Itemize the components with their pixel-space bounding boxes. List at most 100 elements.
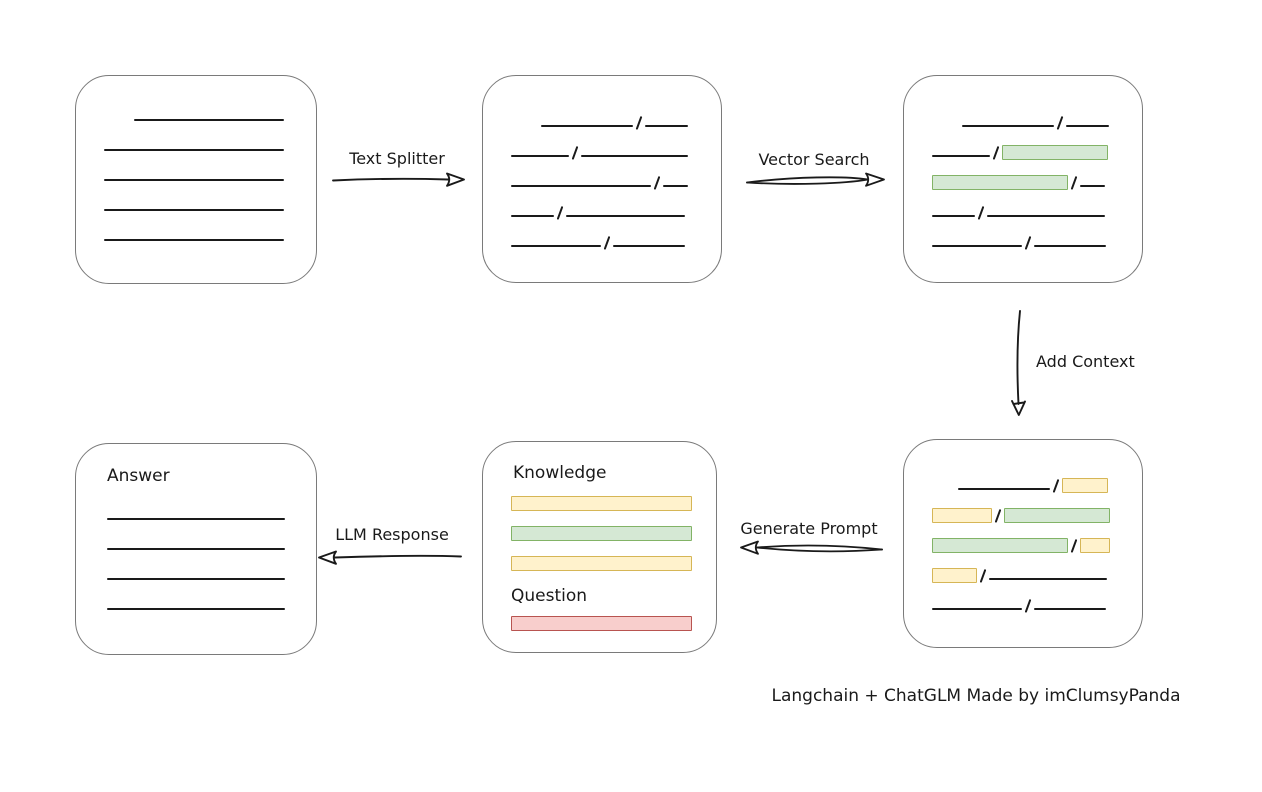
text-line	[104, 239, 284, 241]
question-bars	[511, 616, 692, 646]
source-document-box	[75, 75, 317, 284]
text-row	[932, 521, 1114, 553]
slash-separator	[603, 236, 611, 250]
slash-separator	[1024, 236, 1032, 250]
text-line	[1066, 125, 1110, 127]
text-line	[541, 125, 633, 127]
green-bar	[511, 526, 692, 541]
text-row	[511, 158, 693, 190]
text-row	[107, 551, 288, 581]
yellow-bar	[511, 556, 692, 571]
red-bar	[511, 616, 692, 631]
text-line	[511, 155, 569, 157]
answer-label: Answer	[107, 466, 170, 486]
text-line	[511, 185, 651, 187]
vector-results-box	[903, 75, 1143, 283]
green-chunk	[932, 175, 1068, 190]
text-line	[566, 215, 686, 217]
yellow-chunk	[932, 508, 992, 523]
text-row	[932, 581, 1114, 613]
text-row	[932, 128, 1114, 160]
text-line	[958, 488, 1050, 490]
green-chunk	[932, 538, 1068, 553]
text-line	[581, 155, 689, 157]
knowledge-label: Knowledge	[513, 463, 607, 483]
text-line	[932, 155, 990, 157]
text-splitter-label: Text Splitter	[349, 149, 445, 168]
yellow-chunk	[1062, 478, 1109, 493]
indent-spacer	[511, 127, 541, 128]
indent-spacer	[932, 490, 958, 491]
split-text-lines	[511, 98, 693, 250]
text-row	[104, 182, 288, 212]
context-lines	[932, 461, 1114, 613]
text-row	[107, 491, 288, 521]
context-box	[903, 439, 1143, 648]
text-line	[511, 215, 554, 217]
text-row	[932, 158, 1114, 190]
text-row	[104, 92, 288, 122]
text-line	[107, 548, 285, 550]
text-line	[107, 608, 285, 610]
text-splitter-arrow	[332, 172, 465, 187]
yellow-bar	[511, 496, 692, 511]
text-line	[104, 149, 284, 151]
generate-prompt-label: Generate Prompt	[740, 519, 878, 538]
vector-search-label: Vector Search	[758, 150, 870, 169]
text-line	[663, 185, 689, 187]
text-row	[511, 98, 693, 130]
text-row	[107, 521, 288, 551]
indent-spacer	[932, 127, 962, 128]
vector-results-lines	[932, 98, 1114, 250]
text-row	[104, 212, 288, 242]
generate-prompt-arrow	[740, 540, 883, 555]
text-row	[104, 122, 288, 152]
text-row	[932, 218, 1114, 250]
text-line	[613, 245, 686, 247]
text-line	[1034, 245, 1107, 247]
text-line	[987, 215, 1106, 217]
text-row	[932, 98, 1114, 130]
text-line	[962, 125, 1054, 127]
text-row	[511, 218, 693, 250]
yellow-chunk	[932, 568, 977, 583]
text-row	[511, 128, 693, 160]
indent-spacer	[104, 121, 134, 122]
text-line	[989, 578, 1108, 580]
text-row	[932, 491, 1114, 523]
diagram-caption: Langchain + ChatGLM Made by imClumsyPand…	[771, 686, 1181, 706]
question-label: Question	[511, 586, 588, 606]
yellow-chunk	[1080, 538, 1111, 553]
text-line	[1080, 185, 1106, 187]
text-line	[932, 608, 1022, 610]
text-line	[511, 245, 601, 247]
document-lines	[104, 92, 288, 242]
text-row	[511, 188, 693, 220]
text-line	[107, 578, 285, 580]
split-text-box	[482, 75, 722, 283]
text-line	[107, 518, 285, 520]
knowledge-bars	[511, 496, 692, 586]
text-row	[107, 581, 288, 611]
green-chunk	[1004, 508, 1111, 523]
text-row	[932, 551, 1114, 583]
text-row	[104, 152, 288, 182]
prompt-box: Knowledge Question	[482, 441, 717, 653]
text-line	[104, 179, 284, 181]
answer-box: Answer	[75, 443, 317, 655]
text-row	[932, 188, 1114, 220]
add-context-label: Add Context	[1036, 352, 1135, 371]
text-line	[134, 119, 284, 121]
green-chunk	[1002, 145, 1109, 160]
text-line	[104, 209, 284, 211]
text-line	[1034, 608, 1107, 610]
text-line	[932, 215, 975, 217]
answer-lines	[107, 491, 288, 611]
slash-separator	[1024, 599, 1032, 613]
text-line	[932, 245, 1022, 247]
vector-search-arrow	[746, 172, 885, 187]
llm-response-label: LLM Response	[335, 525, 449, 544]
add-context-arrow	[1011, 310, 1026, 416]
llm-response-arrow	[318, 550, 462, 565]
text-row	[932, 461, 1114, 493]
